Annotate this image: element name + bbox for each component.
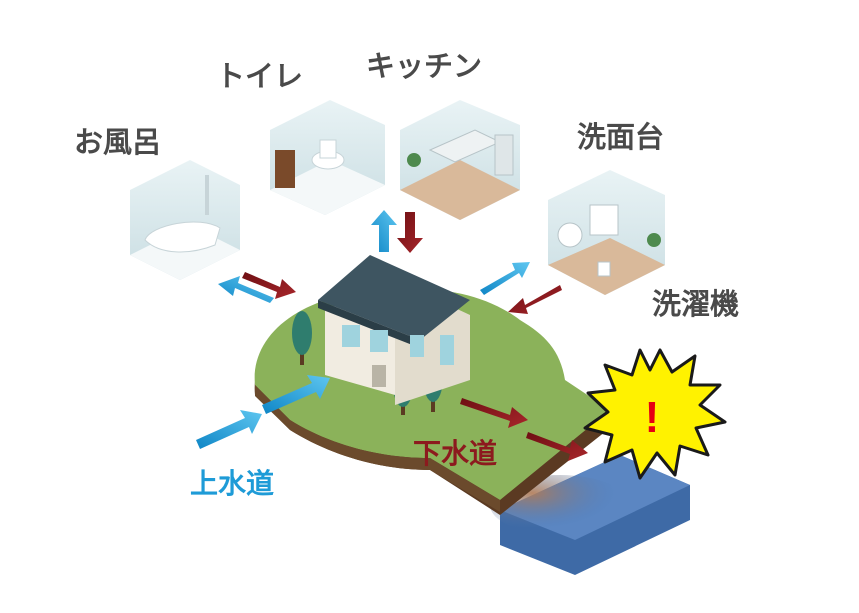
label-washing-machine: 洗濯機: [652, 290, 739, 319]
drain-arrow-kitchen: [397, 212, 423, 253]
supply-arrow-toilet: [371, 210, 397, 252]
label-toilet: トイレ: [216, 62, 303, 91]
supply-arrow-washroom: [480, 262, 530, 295]
label-water-supply: 上水道: [190, 470, 274, 498]
toilet-icon: [270, 100, 385, 215]
warning-mark: !: [645, 393, 660, 442]
label-bath: お風呂: [74, 128, 161, 157]
label-sewer: 下水道: [413, 440, 497, 468]
label-kitchen: キッチン: [366, 52, 482, 81]
kitchen-icon: [400, 100, 520, 220]
drain-arrow-bath: [242, 272, 296, 299]
label-washbasin: 洗面台: [577, 123, 664, 152]
drain-arrow-washroom: [508, 285, 562, 314]
warning-burst-icon: !: [585, 350, 725, 478]
supply-arrow-main-1: [196, 410, 262, 449]
supply-arrow-bath: [218, 276, 274, 303]
washbasin-icon: [548, 170, 665, 295]
bathroom-icon: [130, 160, 240, 280]
